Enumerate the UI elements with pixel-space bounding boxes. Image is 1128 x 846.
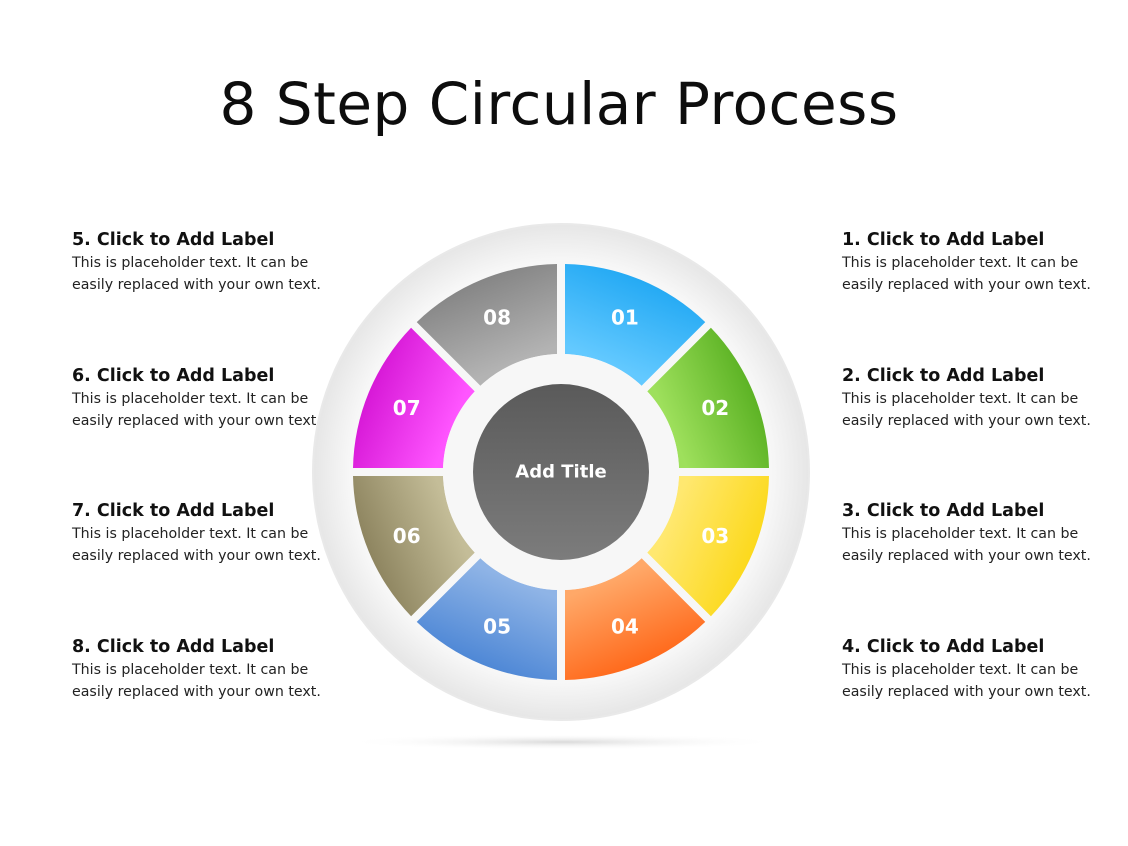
- step-heading: 3. Click to Add Label: [842, 501, 1045, 521]
- step-description: This is placeholder text. It can be easi…: [72, 391, 321, 429]
- step-description: This is placeholder text. It can be easi…: [842, 391, 1091, 429]
- step-description: This is placeholder text. It can be easi…: [72, 255, 321, 293]
- step-heading: 4. Click to Add Label: [842, 637, 1045, 657]
- step-label-8[interactable]: 8. Click to Add Label This is placeholde…: [72, 636, 332, 703]
- segment-08[interactable]: [416, 264, 557, 386]
- ground-shadow: [342, 734, 782, 750]
- step-heading: 6. Click to Add Label: [72, 366, 275, 386]
- segments-group: 01 02 03 04 05 06 07 08: [353, 264, 769, 680]
- segment-number-06: 06: [393, 524, 421, 548]
- step-label-1[interactable]: 1. Click to Add Label This is placeholde…: [842, 229, 1102, 296]
- step-label-4[interactable]: 4. Click to Add Label This is placeholde…: [842, 636, 1102, 703]
- step-heading: 2. Click to Add Label: [842, 366, 1045, 386]
- segment-06[interactable]: [353, 476, 475, 617]
- step-description: This is placeholder text. It can be easi…: [842, 662, 1091, 700]
- segment-02[interactable]: [647, 327, 769, 468]
- segment-03[interactable]: [647, 476, 769, 617]
- segment-number-01: 01: [611, 306, 639, 330]
- segment-number-07: 07: [393, 396, 421, 420]
- segment-04[interactable]: [565, 558, 706, 680]
- segment-number-02: 02: [701, 396, 729, 420]
- segment-05[interactable]: [416, 558, 557, 680]
- segment-01[interactable]: [565, 264, 706, 386]
- segment-number-05: 05: [483, 614, 511, 638]
- step-label-5[interactable]: 5. Click to Add Label This is placeholde…: [72, 229, 332, 296]
- segment-07[interactable]: [353, 327, 475, 468]
- step-label-2[interactable]: 2. Click to Add Label This is placeholde…: [842, 365, 1102, 432]
- center-title[interactable]: Add Title: [515, 462, 606, 483]
- step-description: This is placeholder text. It can be easi…: [72, 662, 321, 700]
- step-label-6[interactable]: 6. Click to Add Label This is placeholde…: [72, 365, 332, 432]
- circular-process-diagram: 01 02 03 04 05 06 07 08 Add Title: [312, 223, 810, 750]
- step-label-3[interactable]: 3. Click to Add Label This is placeholde…: [842, 500, 1102, 567]
- center-circle[interactable]: [473, 384, 649, 560]
- step-description: This is placeholder text. It can be easi…: [842, 526, 1091, 564]
- step-description: This is placeholder text. It can be easi…: [842, 255, 1091, 293]
- step-heading: 5. Click to Add Label: [72, 230, 275, 250]
- segment-number-04: 04: [611, 614, 639, 638]
- segment-number-08: 08: [483, 306, 511, 330]
- step-label-7[interactable]: 7. Click to Add Label This is placeholde…: [72, 500, 332, 567]
- slide-title[interactable]: 8 Step Circular Process: [219, 70, 899, 138]
- step-description: This is placeholder text. It can be easi…: [72, 526, 321, 564]
- step-heading: 8. Click to Add Label: [72, 637, 275, 657]
- step-heading: 7. Click to Add Label: [72, 501, 275, 521]
- step-heading: 1. Click to Add Label: [842, 230, 1045, 250]
- segment-number-03: 03: [701, 524, 729, 548]
